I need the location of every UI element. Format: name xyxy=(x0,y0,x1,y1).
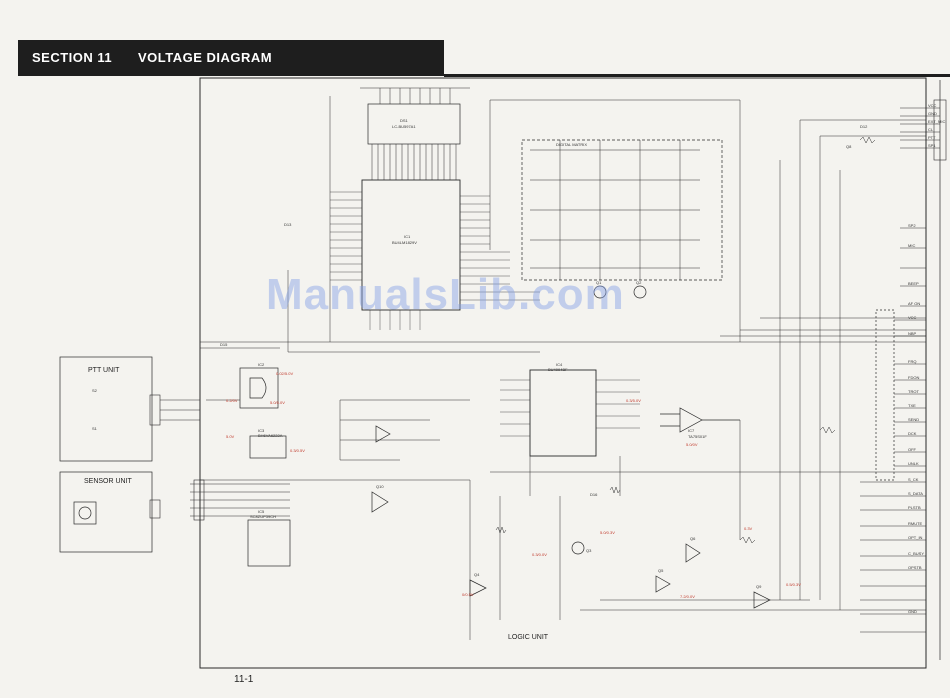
label-q6: Q6 xyxy=(690,536,696,541)
connector-label: DCK xyxy=(908,431,917,436)
connector-label: OFF xyxy=(908,447,917,452)
connector-label: AF ON xyxy=(908,301,920,306)
voltage-label: 0.3/5.0V xyxy=(626,398,641,403)
watermark: ManualsLib.com xyxy=(266,270,625,319)
connector-label: GND xyxy=(908,609,917,614)
ic1-outline xyxy=(361,179,461,311)
label-d15: D15 xyxy=(220,342,228,347)
connector-label: FDON xyxy=(908,375,919,380)
connector-label: SP2 xyxy=(908,223,916,228)
connector-label: NBP xyxy=(908,331,917,336)
connector-label: S_DATA xyxy=(908,491,923,496)
connector-label: SEND xyxy=(908,417,919,422)
label-q1: Q1 xyxy=(596,280,602,285)
label-ic4-part: BU4094BF xyxy=(548,367,568,372)
connector-label: RMUTE xyxy=(908,521,923,526)
label-ic1-part: BU4LM1829V xyxy=(392,240,417,245)
connector-label: TXE xyxy=(908,403,916,408)
label-ic7-part: TA75S01F xyxy=(688,434,707,439)
label-ds1: DS1 xyxy=(400,118,409,123)
label-ic5: IC5 xyxy=(258,509,265,514)
label-d16: D16 xyxy=(590,492,598,497)
key-matrix-region xyxy=(521,139,723,281)
ic4-outline xyxy=(529,369,597,457)
section-title: VOLTAGE DIAGRAM xyxy=(138,50,273,65)
label-key-matrix: DIGITAL MATRIX xyxy=(556,142,587,147)
connector-label: VCC xyxy=(928,103,937,108)
voltage-label: 0.5/0.3V xyxy=(786,582,801,587)
label-q10: Q10 xyxy=(376,484,384,489)
label-q8: Q8 xyxy=(846,144,852,149)
label-q4: Q4 xyxy=(474,572,480,577)
label-s1: S1 xyxy=(92,426,98,431)
label-ic2: IC2 xyxy=(258,362,265,367)
connector-label: OPSTB xyxy=(908,565,922,570)
connector-label: PLSTB xyxy=(908,505,921,510)
connector-label: SP1 xyxy=(928,143,936,148)
connector-label: UNLK xyxy=(908,461,919,466)
label-q9: Q9 xyxy=(756,584,762,589)
label-ic5-part: SC8ZUP39CH xyxy=(250,514,276,519)
voltage-label: 5.0V xyxy=(226,434,235,439)
section-number: SECTION 11 xyxy=(32,50,113,65)
label-ic4: IC4 xyxy=(556,362,563,367)
label-ic3-part: BH6VA6222A xyxy=(258,433,283,438)
connector-label: CL xyxy=(928,127,934,132)
sensor-unit-box xyxy=(59,471,153,553)
ptt-unit-box xyxy=(59,356,153,462)
voltage-label: 5.0/5.0V xyxy=(270,400,285,405)
ic3-outline xyxy=(249,435,287,459)
logic-unit-board-outline xyxy=(199,77,927,669)
connector-label: TROT xyxy=(908,389,919,394)
section-header: SECTION 11 VOLTAGE DIAGRAM xyxy=(18,40,444,76)
ic5-outline xyxy=(247,519,291,567)
page-number: 11-1 xyxy=(234,674,254,685)
label-ds1-part: LC-BU597A1 xyxy=(392,124,416,129)
connector-label: GND xyxy=(928,111,937,116)
voltage-label: 5.0/0.3V xyxy=(600,530,615,535)
sensor-unit-label: SENSOR UNIT xyxy=(84,478,132,485)
connector-label: VCC xyxy=(908,315,917,320)
voltage-label: 0/0.5V xyxy=(462,592,474,597)
ic2-outline xyxy=(239,367,279,409)
ptt-unit-label: PTT UNIT xyxy=(88,367,120,374)
connector-label: OPT_IN xyxy=(908,535,923,540)
label-q2: Q2 xyxy=(636,280,642,285)
connector-label: FRQ xyxy=(908,359,916,364)
label-s2: S2 xyxy=(92,388,98,393)
connector-label: MIC xyxy=(908,243,915,248)
header-rule xyxy=(444,74,950,77)
label-ic1: IC1 xyxy=(404,234,411,239)
label-ic7: IC7 xyxy=(688,428,695,433)
connector-label: EXT_MIC xyxy=(928,119,945,124)
voltage-label: 0.02/5.0V xyxy=(276,371,293,376)
connector-label: S_CK xyxy=(908,477,919,482)
label-ic3: IC3 xyxy=(258,428,265,433)
voltage-label: 0.3V xyxy=(744,526,753,531)
connector-label: BEEP xyxy=(908,281,919,286)
connector-label: PTT xyxy=(928,135,936,140)
label-q3: Q3 xyxy=(586,548,592,553)
label-d13: D13 xyxy=(284,222,292,227)
connector-label: C_BUSY xyxy=(908,551,924,556)
voltage-label: 0.3/0.0V xyxy=(532,552,547,557)
voltage-label: 7.2/0.0V xyxy=(680,594,695,599)
voltage-label: 0.3/0.5V xyxy=(290,448,305,453)
label-d12: D12 xyxy=(860,124,868,129)
label-q5: Q5 xyxy=(658,568,664,573)
right-resistor-bank xyxy=(875,309,895,481)
voltage-label: 5.0/0V xyxy=(686,442,698,447)
logic-unit-label: LOGIC UNIT xyxy=(508,634,549,641)
voltage-annotations: 0.02/5.0V 5.0/5.0V 5.0V 0.3/0.5V 0.3/5.0… xyxy=(226,371,801,599)
voltage-label: 0.2/0V xyxy=(226,398,238,403)
